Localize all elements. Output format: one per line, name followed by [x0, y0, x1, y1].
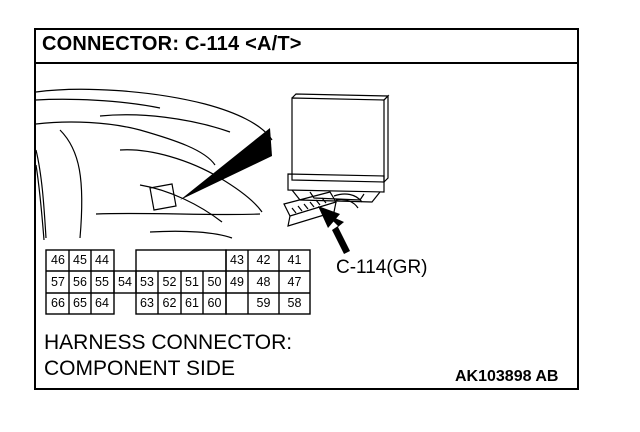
pin-57: 57 [51, 275, 65, 289]
pin-45: 45 [73, 253, 87, 267]
pin-42: 42 [256, 253, 271, 267]
pin-43: 43 [230, 253, 244, 267]
pin-52: 52 [162, 275, 177, 289]
pin-54: 54 [118, 275, 132, 289]
pin-48: 48 [256, 275, 271, 289]
pin-63: 63 [140, 296, 154, 310]
pin-50: 50 [207, 275, 222, 289]
pin-66: 66 [51, 296, 65, 310]
pin-47: 47 [287, 275, 302, 289]
pin-44: 44 [95, 253, 109, 267]
harness-caption-line2: COMPONENT SIDE [44, 357, 235, 380]
pin-41: 41 [287, 253, 302, 267]
pin-59: 59 [256, 296, 271, 310]
title-divider [34, 62, 579, 64]
harness-caption-line1: HARNESS CONNECTOR: [44, 331, 293, 354]
diagram-frame [34, 28, 579, 390]
harness-caption: HARNESS CONNECTOR: COMPONENT SIDE [44, 330, 292, 382]
diagram-title: CONNECTOR: C-114 <A/T> [42, 33, 302, 55]
pin-64: 64 [95, 296, 109, 310]
pin-49: 49 [230, 275, 244, 289]
pin-61: 61 [185, 296, 199, 310]
pin-46: 46 [51, 253, 65, 267]
pin-65: 65 [73, 296, 87, 310]
reference-code: AK103898 AB [455, 368, 559, 385]
pin-56: 56 [73, 275, 87, 289]
pin-58: 58 [287, 296, 302, 310]
pin-62: 62 [162, 296, 177, 310]
pin-53: 53 [140, 275, 154, 289]
pin-55: 55 [95, 275, 109, 289]
connector-label: C-114(GR) [336, 257, 428, 278]
pin-60: 60 [207, 296, 222, 310]
pin-51: 51 [185, 275, 199, 289]
